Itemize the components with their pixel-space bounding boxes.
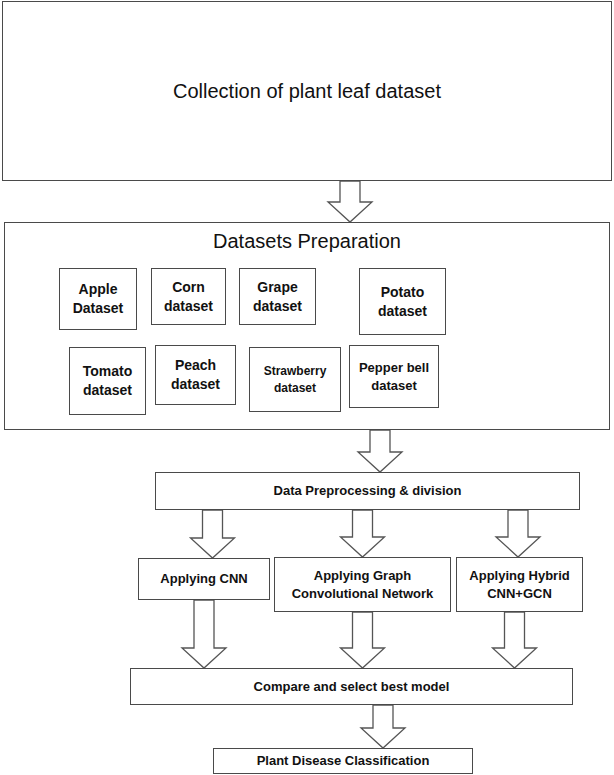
box-label: Applying Hybrid CNN+GCN <box>461 567 578 602</box>
dataset-box: Apple Dataset <box>59 268 137 330</box>
block-arrow <box>328 181 372 222</box>
dataset-box: Pepper bell dataset <box>349 345 439 408</box>
box-label: Data Preprocessing & division <box>274 482 462 500</box>
result-box: Plant Disease Classification <box>213 748 473 774</box>
block-arrow <box>496 510 540 557</box>
process-box: Compare and select best model <box>130 668 573 705</box>
block-arrow <box>341 612 385 668</box>
box-label: Apple Dataset <box>64 280 132 318</box>
dataset-box: Tomato dataset <box>69 347 146 415</box>
dataset-box: Peach dataset <box>155 345 236 405</box>
dataset-box: Corn dataset <box>151 268 226 325</box>
box-label: Peach dataset <box>160 356 231 394</box>
box-label: Applying CNN <box>160 570 247 588</box>
box-label: Strawberry dataset <box>254 363 336 395</box>
dataset-box: Grape dataset <box>239 268 316 325</box>
group-box: Datasets PreparationApple Dataset Corn da… <box>4 222 610 430</box>
dataset-box: Potato dataset <box>359 268 446 335</box>
block-arrow <box>341 510 385 557</box>
group-box: Collection of plant leaf dataset <box>2 1 612 181</box>
block-arrow <box>358 430 402 472</box>
box-label: Applying Graph Convolutional Network <box>279 567 446 602</box>
process-box: Data Preprocessing & division <box>155 472 580 510</box>
block-arrow <box>191 510 235 558</box>
block-arrow <box>361 705 405 748</box>
box-label: Collection of plant leaf dataset <box>173 78 441 105</box>
box-label: Grape dataset <box>244 278 311 316</box>
box-title: Datasets Preparation <box>5 229 609 253</box>
box-label: Pepper bell dataset <box>354 359 434 394</box>
block-arrow <box>182 600 226 668</box>
process-box: Applying Graph Convolutional Network <box>274 557 451 612</box>
dataset-box: Strawberry dataset <box>249 347 341 412</box>
process-box: Applying Hybrid CNN+GCN <box>456 557 583 612</box>
box-label: Tomato dataset <box>74 362 141 400</box>
box-label: Compare and select best model <box>254 678 450 696</box>
block-arrow <box>493 612 537 668</box>
box-label: Potato dataset <box>364 283 441 321</box>
process-box: Applying CNN <box>138 558 270 600</box>
box-label: Plant Disease Classification <box>257 752 430 770</box>
box-label: Corn dataset <box>156 278 221 316</box>
